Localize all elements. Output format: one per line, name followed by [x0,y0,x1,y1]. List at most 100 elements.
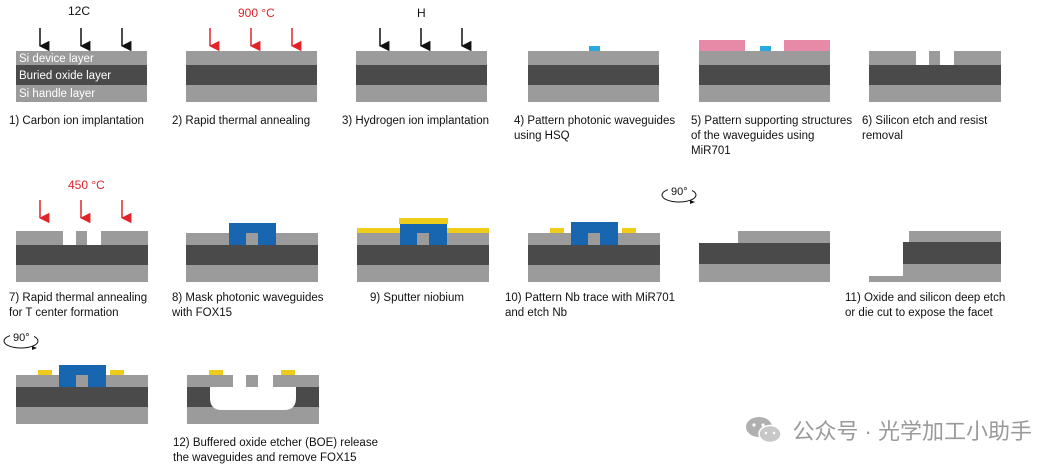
label-si-handle: Si handle layer [19,88,95,100]
step-11-diagram [869,231,1001,282]
si-device-layer [101,231,148,245]
nb-trace [281,370,295,375]
step-caption: 12) Buffered oxide etcher (BOE) release … [173,437,378,464]
anneal-900-label: 900 °C [238,6,275,20]
step-2-diagram: 900 °C [186,6,317,102]
si-handle-layer [699,85,830,102]
hydrogen-label: H [417,6,426,20]
step-caption: 9) Sputter niobium [370,292,464,304]
si-handle-layer [356,85,487,102]
si-device-layer [528,233,574,245]
buried-oxide-layer [16,245,148,265]
nb-trace [209,370,223,375]
svg-text:90°: 90° [671,186,688,198]
si-handle-layer [699,264,830,282]
si-device-layer [528,51,659,65]
fox15-mask [65,375,76,387]
buried-oxide-layer [186,65,317,85]
si-handle-layer [16,407,148,424]
anneal-450-label: 450 °C [68,178,105,192]
waveguide-core [246,375,258,387]
label-buried-oxide: Buried oxide layer [19,70,111,82]
si-device-layer [356,51,487,65]
hsq-waveguide [589,46,600,51]
si-device-layer [16,375,62,387]
si-handle-layer [869,85,1001,102]
niobium-layer [399,218,448,224]
step-9-diagram [357,218,489,282]
si-handle-layer [357,265,489,282]
fox15-mask [258,233,270,245]
si-handle-layer [903,264,1001,282]
nb-trace [550,228,564,233]
step-12-diagram [187,370,319,424]
buried-oxide-layer [356,65,487,85]
buried-oxide-layer [16,65,147,85]
rotate-90-icon: 90° [661,185,697,204]
step-caption: 3) Hydrogen ion implantation [342,115,490,127]
nb-trace [38,370,52,375]
nb-trace [622,228,636,233]
si-handle-layer [187,407,319,424]
buried-oxide-layer [699,243,830,264]
waveguide-core [417,233,429,245]
niobium-layer [357,228,403,233]
buried-oxide-layer [528,245,660,265]
si-device-layer [443,233,489,245]
buried-oxide-layer [186,245,318,265]
watermark-text: 公众号 · 光学加工小助手 [792,419,1032,444]
mir701-resist [784,40,830,51]
si-handle-layer [528,265,660,282]
rotated-view-b [16,365,148,424]
fox15-mask [229,223,276,245]
fox15-mask [88,375,100,387]
si-handle-layer [16,265,148,282]
step-caption: 8) Mask photonic waveguides with FOX15 [172,292,324,319]
fox15-mask [406,233,417,245]
rotated-view-a [699,231,830,282]
si-device-layer [16,51,147,65]
si-device-layer [186,233,232,245]
boe-undercut-cavity [210,387,296,410]
buried-oxide-layer [903,242,1001,264]
step-caption: 11) Oxide and silicon deep etch or die c… [845,292,1006,319]
si-handle-step [869,276,903,282]
wechat-icon [746,417,783,444]
si-handle-layer [16,85,147,102]
si-handle-layer [186,265,318,282]
step-caption: 4) Pattern photonic waveguides using HSQ [514,115,676,142]
si-device-layer [357,233,403,245]
mir701-resist [699,40,745,51]
waveguide-core [246,233,258,245]
step-caption: 10) Pattern Nb trace with MiR701 and etc… [505,292,676,319]
si-handle-layer [186,85,317,102]
step-caption: 6) Silicon etch and resist removal [862,115,988,142]
step-caption: 7) Rapid thermal annealing for T center … [9,292,148,319]
label-si-device: Si device layer [19,53,94,65]
si-device-layer [16,231,63,245]
si-handle-layer [528,85,659,102]
fox15-mask [235,233,246,245]
si-device-layer [102,375,148,387]
watermark: 公众号 · 光学加工小助手 [744,414,1032,446]
fox15-mask [429,233,441,245]
step-3-diagram: H [356,6,487,102]
waveguide-core [76,231,87,245]
si-device-layer [273,375,319,387]
fox15-mask [600,233,612,245]
step-8-diagram [186,223,318,282]
step-1-diagram: 12C Si device layer Buried oxide layer S… [16,4,147,102]
fox15-mask [577,233,588,245]
svg-text:90°: 90° [13,332,30,344]
step-caption: 5) Pattern supporting structures of the … [691,115,853,157]
si-device-layer [954,51,1001,65]
si-device-layer [614,233,660,245]
si-device-layer [869,51,916,65]
waveguide-core [588,233,600,245]
si-device-layer [186,51,317,65]
carbon-label: 12C [68,4,90,18]
step-6-diagram [869,51,1001,102]
si-device-layer [699,51,830,65]
buried-oxide-layer [699,65,830,85]
